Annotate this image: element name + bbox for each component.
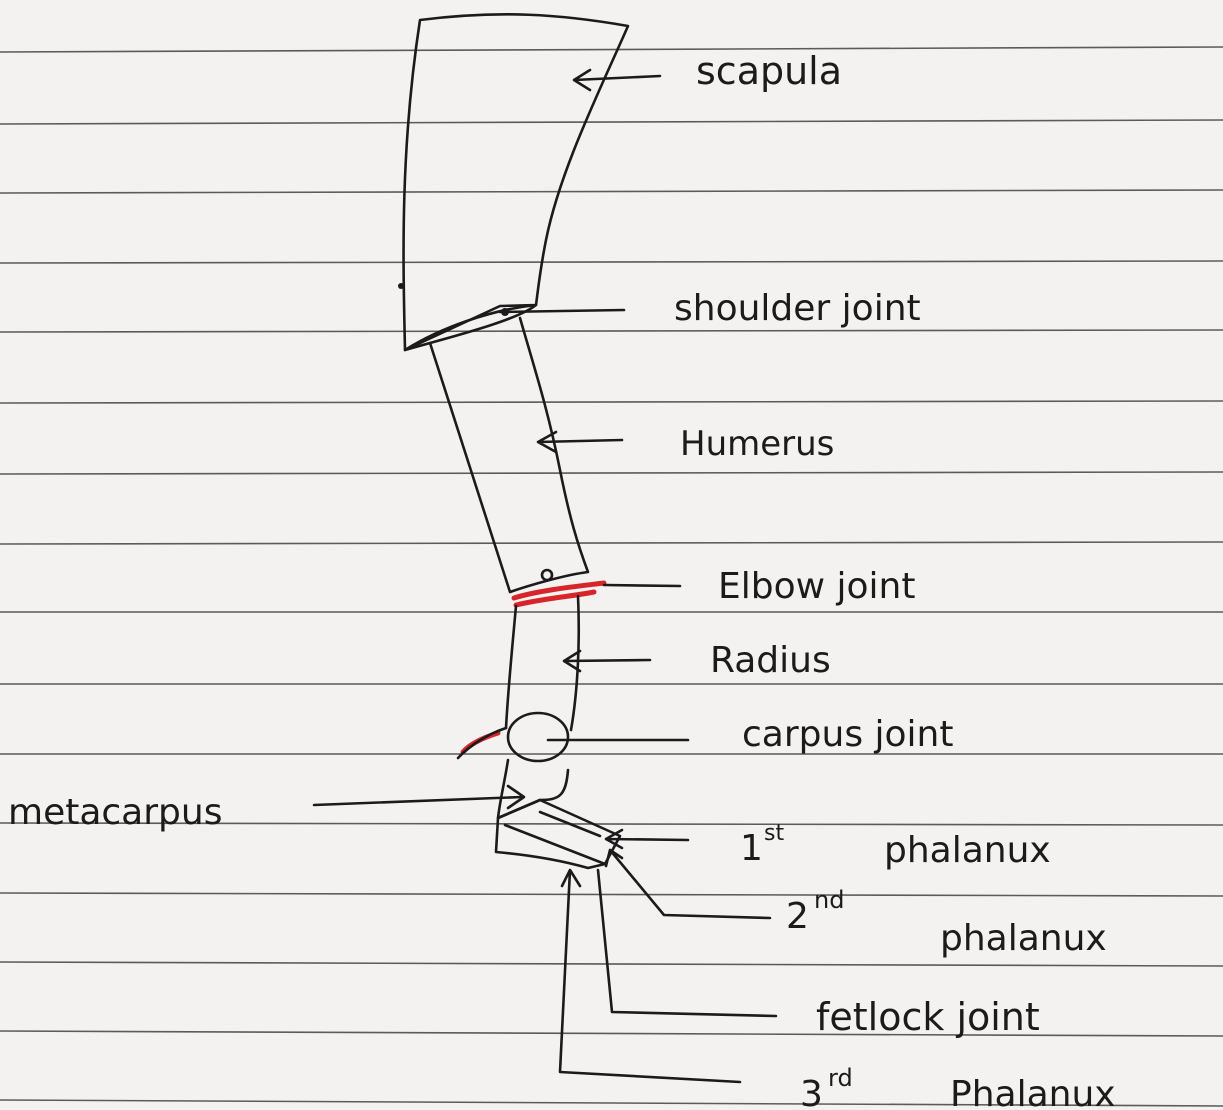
scapula-arrow: [574, 70, 660, 90]
scapula-dot: [398, 283, 404, 289]
label-second-phalanx-word: phalanux: [940, 918, 1107, 959]
third-phalanx-arrow: [560, 870, 740, 1082]
label-humerus: Humerus: [680, 424, 834, 464]
label-metacarpus: metacarpus: [8, 792, 222, 833]
annotation-arrows: [314, 70, 776, 1082]
humerus-arrow: [538, 432, 622, 452]
label-third-phalanx-num: 3: [800, 1074, 823, 1110]
shoulder-arrow: [500, 310, 624, 312]
label-first-phalanx-num: 1: [740, 828, 763, 869]
scapula-bone: [404, 14, 628, 350]
humerus-bone: [430, 318, 588, 592]
label-shoulder-joint: shoulder joint: [674, 288, 921, 329]
radius-arrow: [564, 651, 650, 671]
label-fetlock-joint: fetlock joint: [816, 995, 1040, 1039]
label-carpus-joint: carpus joint: [742, 714, 953, 755]
label-third-phalanx-word: Phalanux: [950, 1074, 1116, 1110]
label-radius: Radius: [710, 640, 831, 681]
label-first-phalanx-sup: st: [764, 821, 784, 846]
label-first-phalanx-word: phalanux: [884, 830, 1051, 871]
label-third-phalanx-sup: rd: [828, 1064, 853, 1092]
fetlock-arrow: [598, 870, 776, 1016]
elbow-arrow: [604, 585, 680, 586]
metacarpus-arrow: [314, 786, 524, 808]
phalanx-block: [496, 800, 620, 868]
first-phalanx-arrow: [606, 830, 688, 848]
elbow-hole: [542, 570, 552, 580]
label-scapula: scapula: [696, 49, 842, 93]
label-second-phalanx-sup: nd: [814, 886, 844, 914]
label-elbow-joint: Elbow joint: [718, 566, 915, 607]
label-second-phalanx-num: 2: [786, 896, 809, 937]
